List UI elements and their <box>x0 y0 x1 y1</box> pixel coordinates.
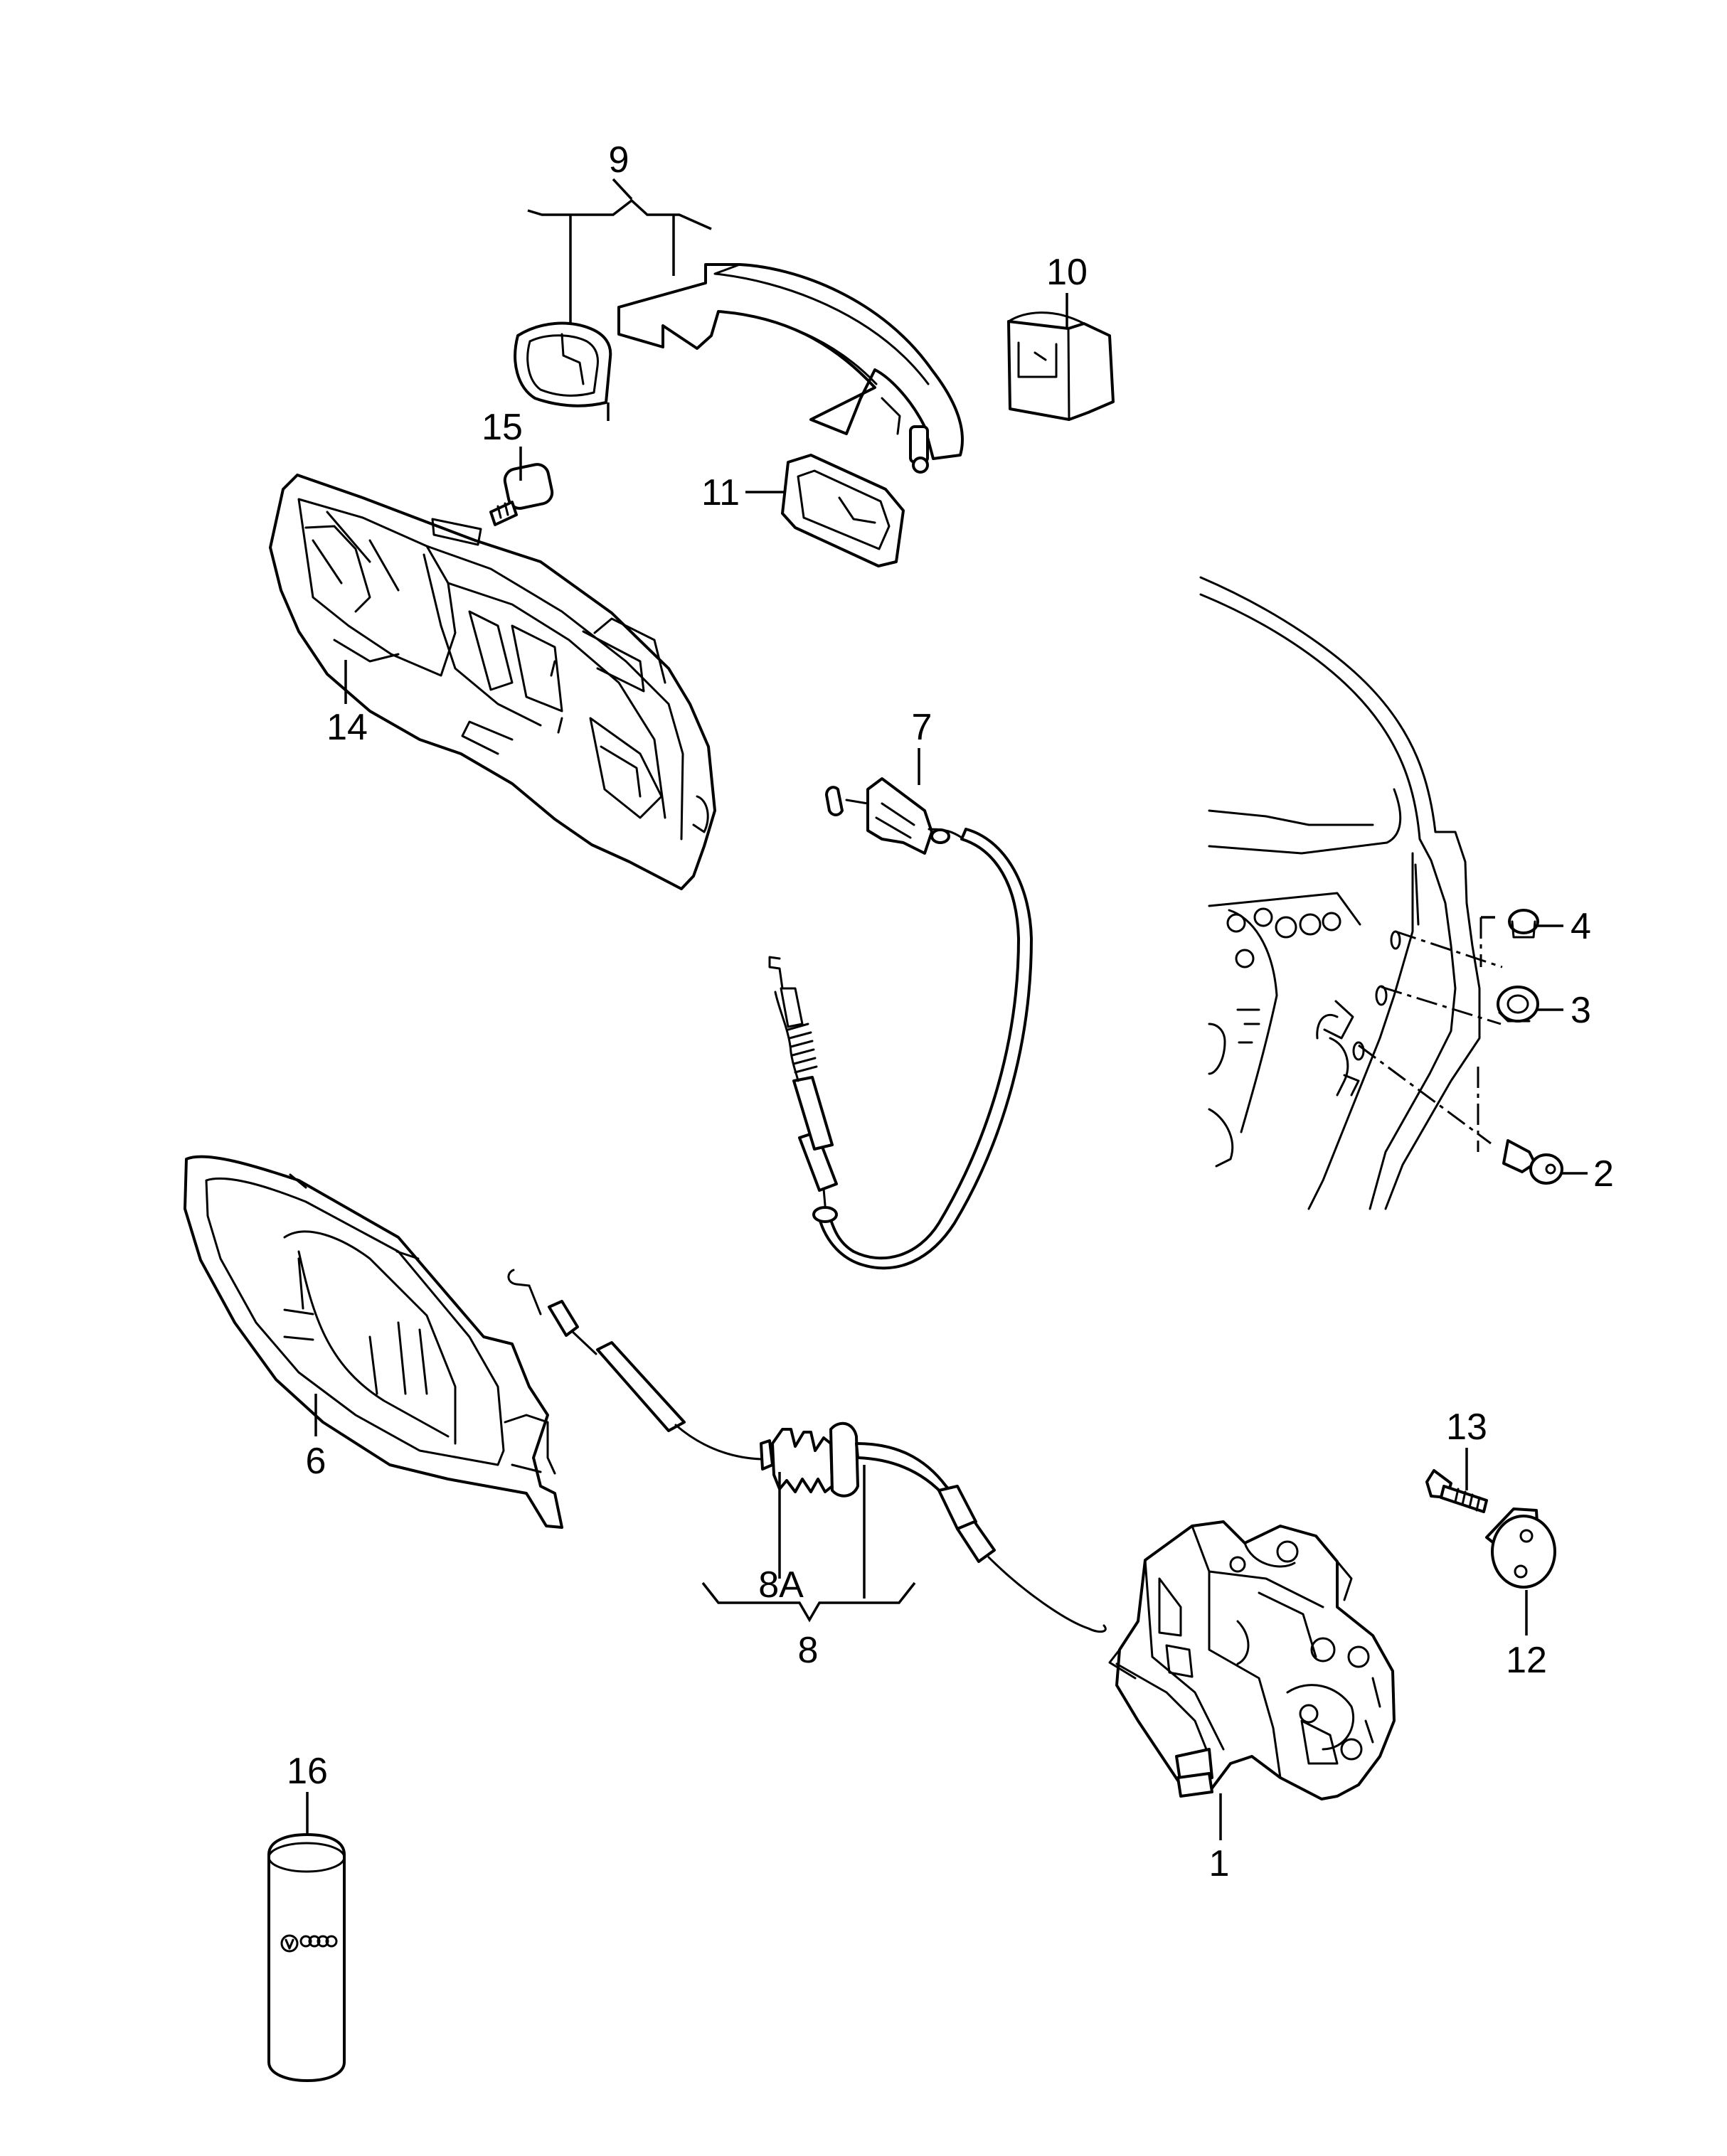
striker-plate <box>1485 1507 1556 1589</box>
grommet-3 <box>1497 986 1539 1023</box>
callout-15: 15 <box>482 407 523 448</box>
callout-10: 10 <box>1046 252 1088 293</box>
outer-handle-cable <box>768 777 1033 1270</box>
callout-3: 3 <box>1571 990 1591 1031</box>
grommet-4 <box>1508 909 1539 939</box>
screw-13 <box>1425 1469 1488 1513</box>
screw-15 <box>489 463 554 526</box>
handle-carrier-bracket <box>269 474 716 890</box>
lock-cylinder-cap <box>1007 311 1115 421</box>
grease-spray-can <box>267 1833 346 2082</box>
callout-14: 14 <box>326 707 368 748</box>
callout-8: 8 <box>798 1630 819 1671</box>
callout-8a: 8A <box>758 1564 804 1606</box>
callout-1: 1 <box>1209 1843 1230 1884</box>
inner-handle-cable <box>507 1269 1107 1633</box>
door-panel <box>1199 576 1481 1210</box>
callout-6: 6 <box>306 1441 326 1482</box>
outer-handle-gasket <box>514 321 612 407</box>
bracket-8 <box>701 1581 916 1623</box>
callout-2: 2 <box>1593 1153 1614 1195</box>
rear-handle-gasket <box>781 454 905 567</box>
inner-door-handle <box>184 1155 563 1529</box>
bracket-9 <box>527 198 712 230</box>
callout-7: 7 <box>912 707 932 748</box>
callout-16: 16 <box>287 1751 328 1792</box>
callout-12: 12 <box>1506 1640 1547 1681</box>
door-lock-actuator <box>1108 1520 1396 1800</box>
callout-9: 9 <box>609 139 629 181</box>
bolt-2 <box>1502 1139 1563 1185</box>
outer-door-handle <box>617 263 964 474</box>
callout-11: 11 <box>701 472 740 513</box>
callout-4: 4 <box>1571 906 1591 947</box>
callout-13: 13 <box>1446 1407 1487 1448</box>
